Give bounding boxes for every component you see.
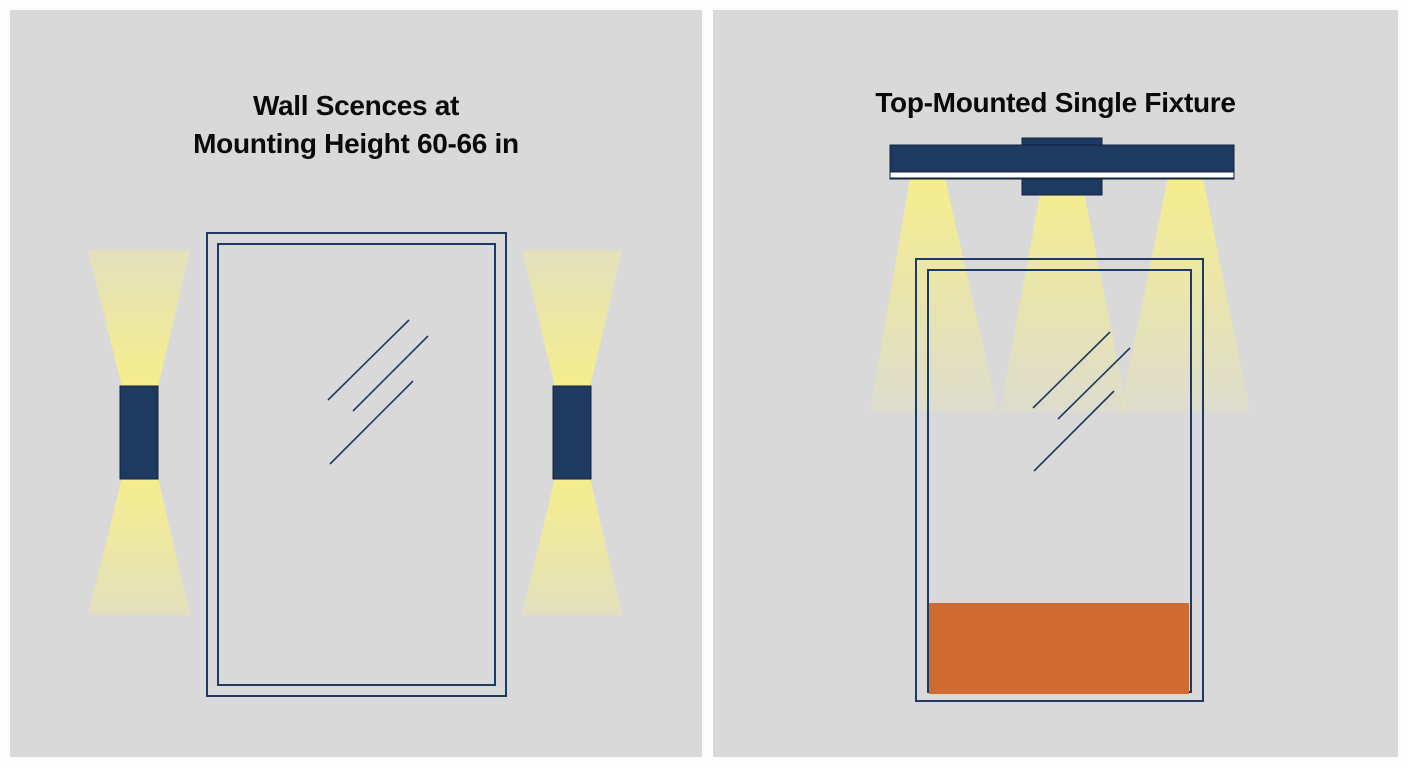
- bar-light-right-beam: [1120, 178, 1250, 412]
- vanity-cabinet-icon: [929, 603, 1189, 694]
- bar-light-left-beam: [870, 178, 998, 412]
- left-mirror-icon: [206, 232, 507, 697]
- left-mirror-reflection-icon: [327, 319, 429, 465]
- top-mounted-fixture-title: Top-Mounted Single Fixture: [875, 87, 1236, 118]
- top-mounted-fixture-panel: Top-Mounted Single Fixture: [713, 10, 1398, 757]
- left-wall-sconce-icon: [119, 385, 159, 480]
- right-sconce-down-beam: [522, 478, 622, 615]
- right-wall-sconce-icon: [552, 385, 592, 480]
- vanity-bar-light-icon: [889, 137, 1235, 196]
- right-mirror-reflection-icon: [1032, 331, 1131, 472]
- wall-sconces-panel: Wall Scences at Mounting Height 60-66 in: [10, 10, 702, 757]
- bar-light-center-beam: [1000, 178, 1128, 412]
- left-sconce-up-beam: [88, 250, 190, 387]
- wall-sconces-diagram: [88, 232, 622, 697]
- wall-sconces-title: Wall Scences at Mounting Height 60-66 in: [10, 87, 702, 163]
- right-sconce-up-beam: [522, 250, 622, 387]
- top-mounted-fixture-diagram: [870, 137, 1250, 702]
- wall-sconces-title-line1: Wall Scences at: [252, 90, 460, 121]
- wall-sconces-title-line2: Mounting Height 60-66 in: [193, 128, 519, 159]
- left-sconce-down-beam: [88, 478, 190, 615]
